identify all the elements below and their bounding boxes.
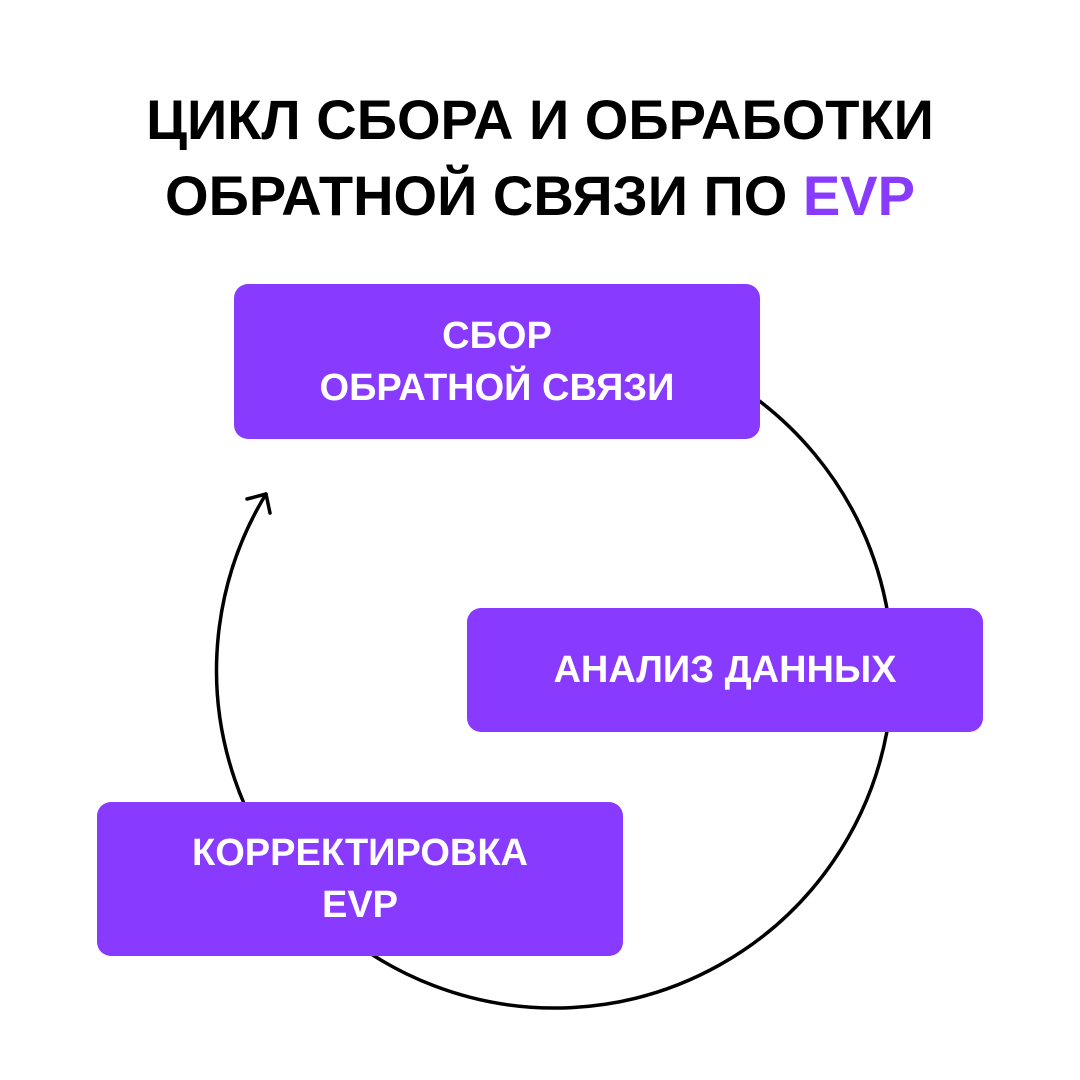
title-accent: EVP: [802, 164, 915, 227]
step-data-analysis: АНАЛИЗ ДАННЫХ: [467, 608, 983, 732]
arrow-icon: [245, 492, 272, 515]
step-collect-feedback: СБОР ОБРАТНОЙ СВЯЗИ: [234, 284, 760, 439]
step-3-line-1: КОРРЕКТИРОВКА: [192, 832, 528, 874]
step-1-line-2: ОБРАТНОЙ СВЯЗИ: [319, 366, 675, 409]
title-line-2-text: ОБРАТНОЙ СВЯЗИ ПО: [165, 164, 803, 227]
title-line-1: ЦИКЛ СБОРА И ОБРАБОТКИ: [146, 88, 934, 151]
title-line-2: ОБРАТНОЙ СВЯЗИ ПО EVP: [0, 158, 1080, 234]
page-title: ЦИКЛ СБОРА И ОБРАБОТКИ ОБРАТНОЙ СВЯЗИ ПО…: [0, 82, 1080, 234]
step-3-line-2: EVP: [321, 884, 399, 926]
step-evp-correction: КОРРЕКТИРОВКА EVP: [97, 802, 623, 956]
step-1-line-1: СБОР: [442, 314, 552, 357]
cycle-arc: [214, 330, 895, 1010]
step-2-line-1: АНАЛИЗ ДАННЫХ: [553, 649, 897, 691]
